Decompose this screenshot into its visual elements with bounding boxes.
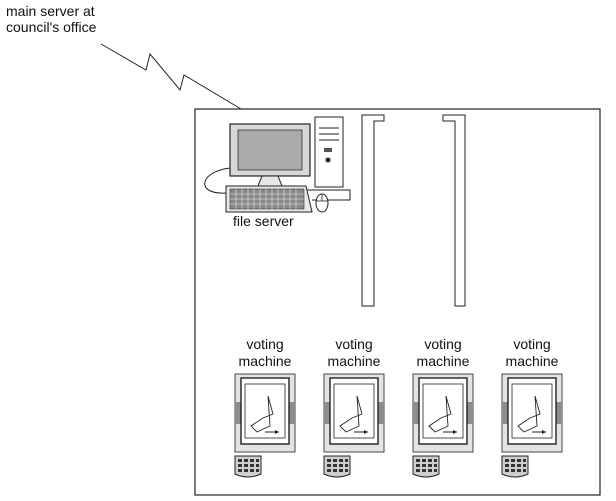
monitor-icon [229, 123, 311, 187]
voting-machine-label-3: voting machine [416, 336, 470, 369]
keypad-icon-3 [412, 455, 440, 478]
voting-machine-2 [323, 373, 385, 453]
voting-machine-3 [412, 373, 474, 453]
file-server-computer [204, 116, 351, 213]
voting-machine-label-1: voting machine [238, 336, 292, 369]
file-server-label: file server [233, 213, 294, 229]
wireless-link [100, 43, 242, 110]
keypad-icon-2 [323, 455, 351, 478]
voting-machine-1 [234, 373, 296, 453]
polling-station-room [194, 108, 601, 496]
voting-machine-label-2: voting machine [327, 336, 381, 369]
voting-machine-label-4: voting machine [505, 336, 559, 369]
keyboard-icon [225, 185, 313, 213]
keypad-icon-1 [234, 455, 262, 478]
main-server-label-line1: main server at [6, 3, 95, 19]
server-tower-icon [314, 116, 344, 188]
voting-machine-4 [501, 373, 563, 453]
mouse-icon [315, 193, 329, 213]
booth-partition-1 [361, 114, 385, 307]
booth-partition-2 [442, 114, 466, 307]
main-server-label-line2: council's office [6, 19, 97, 35]
keypad-icon-4 [501, 455, 529, 478]
